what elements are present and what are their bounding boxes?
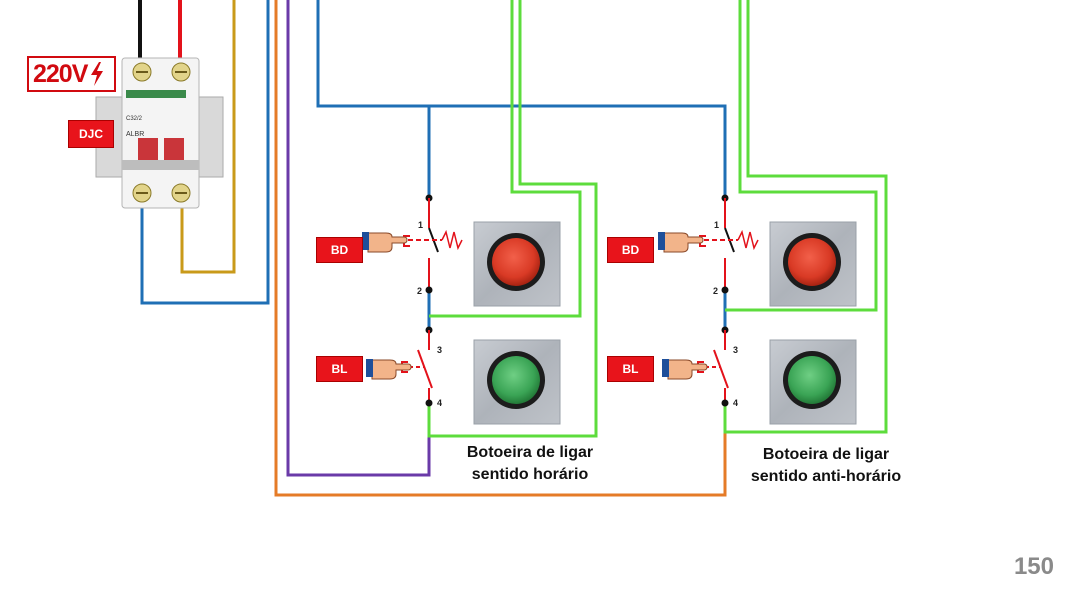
wire-green-left-a — [429, 0, 582, 318]
caption-left: Botoeira de ligar sentido horário — [440, 442, 620, 486]
breaker-model: C32/2 — [126, 116, 143, 122]
caption-right-line2: sentido anti-horário — [750, 468, 902, 485]
breaker-brand: ALBR — [126, 131, 144, 138]
voltage-text: 220V — [33, 59, 88, 88]
hand-pointer-icon — [362, 232, 408, 253]
wire-green-right-a — [725, 0, 878, 312]
stop-contact-left: 1 2 — [400, 194, 463, 296]
wire-green-right-b — [723, 0, 888, 434]
circuit-breaker: ALBR C32/2 — [95, 57, 224, 209]
wire-orange — [274, 0, 727, 497]
voltage-label: 220V — [27, 56, 116, 92]
green-pushbutton-left — [473, 339, 561, 425]
wires — [138, 0, 888, 497]
start-button-tag-left: BL — [316, 356, 363, 382]
caption-left-line2: sentido horário — [471, 466, 589, 483]
terminal-2-left: 2 — [417, 286, 422, 296]
red-pushbutton-right — [769, 221, 857, 307]
breaker-tag: DJC — [68, 120, 114, 148]
terminal-1-left: 1 — [418, 220, 423, 230]
wire-green-left-b — [427, 0, 598, 438]
caption-right-line1: Botoeira de ligar — [762, 446, 890, 463]
green-pushbutton-right — [769, 339, 857, 425]
terminal-2-right: 2 — [713, 286, 718, 296]
wire-purple — [286, 0, 431, 477]
start-button-tag-right: BL — [607, 356, 654, 382]
hand-pointer-icon — [658, 232, 704, 253]
terminal-3-right: 3 — [733, 345, 738, 355]
terminal-3-left: 3 — [437, 345, 442, 355]
caption-right: Botoeira de ligar sentido anti-horário — [726, 444, 926, 488]
stop-contact-right: 1 2 — [696, 194, 759, 296]
stop-button-tag-right: BD — [607, 237, 654, 263]
stop-button-tag-left: BD — [316, 237, 363, 263]
red-pushbutton-left — [473, 221, 561, 307]
page-number: 150 — [1013, 553, 1054, 580]
hand-pointer-icon — [366, 359, 412, 380]
terminal-4-right: 4 — [733, 398, 738, 408]
lightning-icon — [91, 62, 104, 86]
wire-yellow — [180, 0, 236, 274]
terminal-4-left: 4 — [437, 398, 442, 408]
caption-left-line1: Botoeira de ligar — [466, 444, 594, 461]
wire-blue-breaker — [140, 0, 270, 305]
hand-pointer-icon — [662, 359, 708, 380]
terminal-1-right: 1 — [714, 220, 719, 230]
